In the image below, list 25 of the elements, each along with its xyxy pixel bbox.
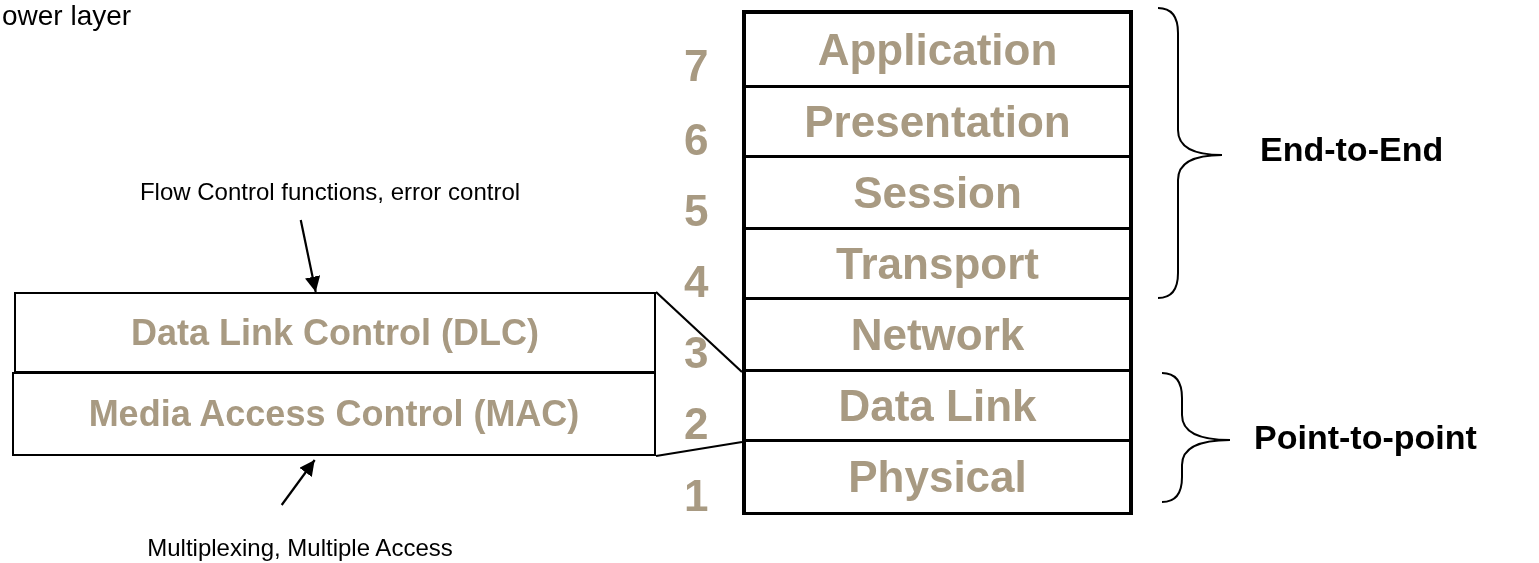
layer-number: 4 xyxy=(684,257,709,307)
layer-number: 1 xyxy=(684,470,709,521)
layer-box: Application xyxy=(742,10,1133,88)
heading-text: ower layer xyxy=(2,0,132,32)
layer-box: Data Link xyxy=(742,372,1133,442)
brace-label: End-to-End xyxy=(1260,130,1444,169)
layer-box: Session xyxy=(742,158,1133,230)
layer-number: 6 xyxy=(684,115,709,165)
layer-box: Physical xyxy=(742,442,1133,515)
layer-number: 3 xyxy=(684,328,709,378)
arrow xyxy=(280,459,316,506)
layer-number: 5 xyxy=(684,186,709,236)
layer-number: 7 xyxy=(684,41,709,91)
connector-line xyxy=(655,440,743,458)
arrow xyxy=(299,219,321,293)
layer-box: Transport xyxy=(742,230,1133,300)
layer-box: Network xyxy=(742,300,1133,372)
brace-label: Point-to-point xyxy=(1254,418,1477,457)
sublayer-box: Media Access Control (MAC) xyxy=(12,372,656,456)
sublayer-box: Data Link Control (DLC) xyxy=(14,292,656,373)
annotation-text: Multiplexing, Multiple Access xyxy=(40,532,560,563)
layer-box: Presentation xyxy=(742,88,1133,158)
annotation-text: Flow Control functions, error control xyxy=(70,176,590,208)
connector-line xyxy=(655,291,743,373)
layer-number: 2 xyxy=(684,399,709,449)
